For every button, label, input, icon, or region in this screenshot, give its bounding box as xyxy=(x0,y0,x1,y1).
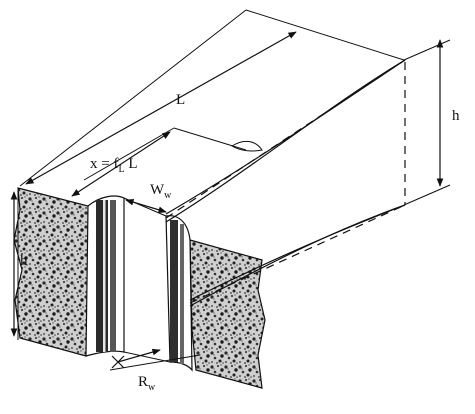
label-width-sub: w xyxy=(164,190,172,201)
formation-left xyxy=(13,187,95,357)
label-wellbore-radius: Rw xyxy=(138,374,156,393)
label-fracture-x-tail: L xyxy=(125,156,138,172)
formation-right xyxy=(189,239,266,389)
label-fracture-x-sub: L xyxy=(118,164,124,175)
label-length: L xyxy=(176,92,185,108)
dimension-arrows xyxy=(10,31,444,369)
label-fracture-x-main: x = f xyxy=(90,156,118,172)
label-fracture-x: x = fL L xyxy=(90,156,138,175)
label-height-left: h xyxy=(20,253,28,269)
label-width-main: W xyxy=(150,182,165,198)
label-height-right: h xyxy=(452,108,460,124)
label-width: Ww xyxy=(150,182,172,201)
label-wellbore-radius-main: R xyxy=(138,374,148,390)
wellbore xyxy=(85,195,193,372)
label-wellbore-radius-sub: w xyxy=(148,382,156,393)
